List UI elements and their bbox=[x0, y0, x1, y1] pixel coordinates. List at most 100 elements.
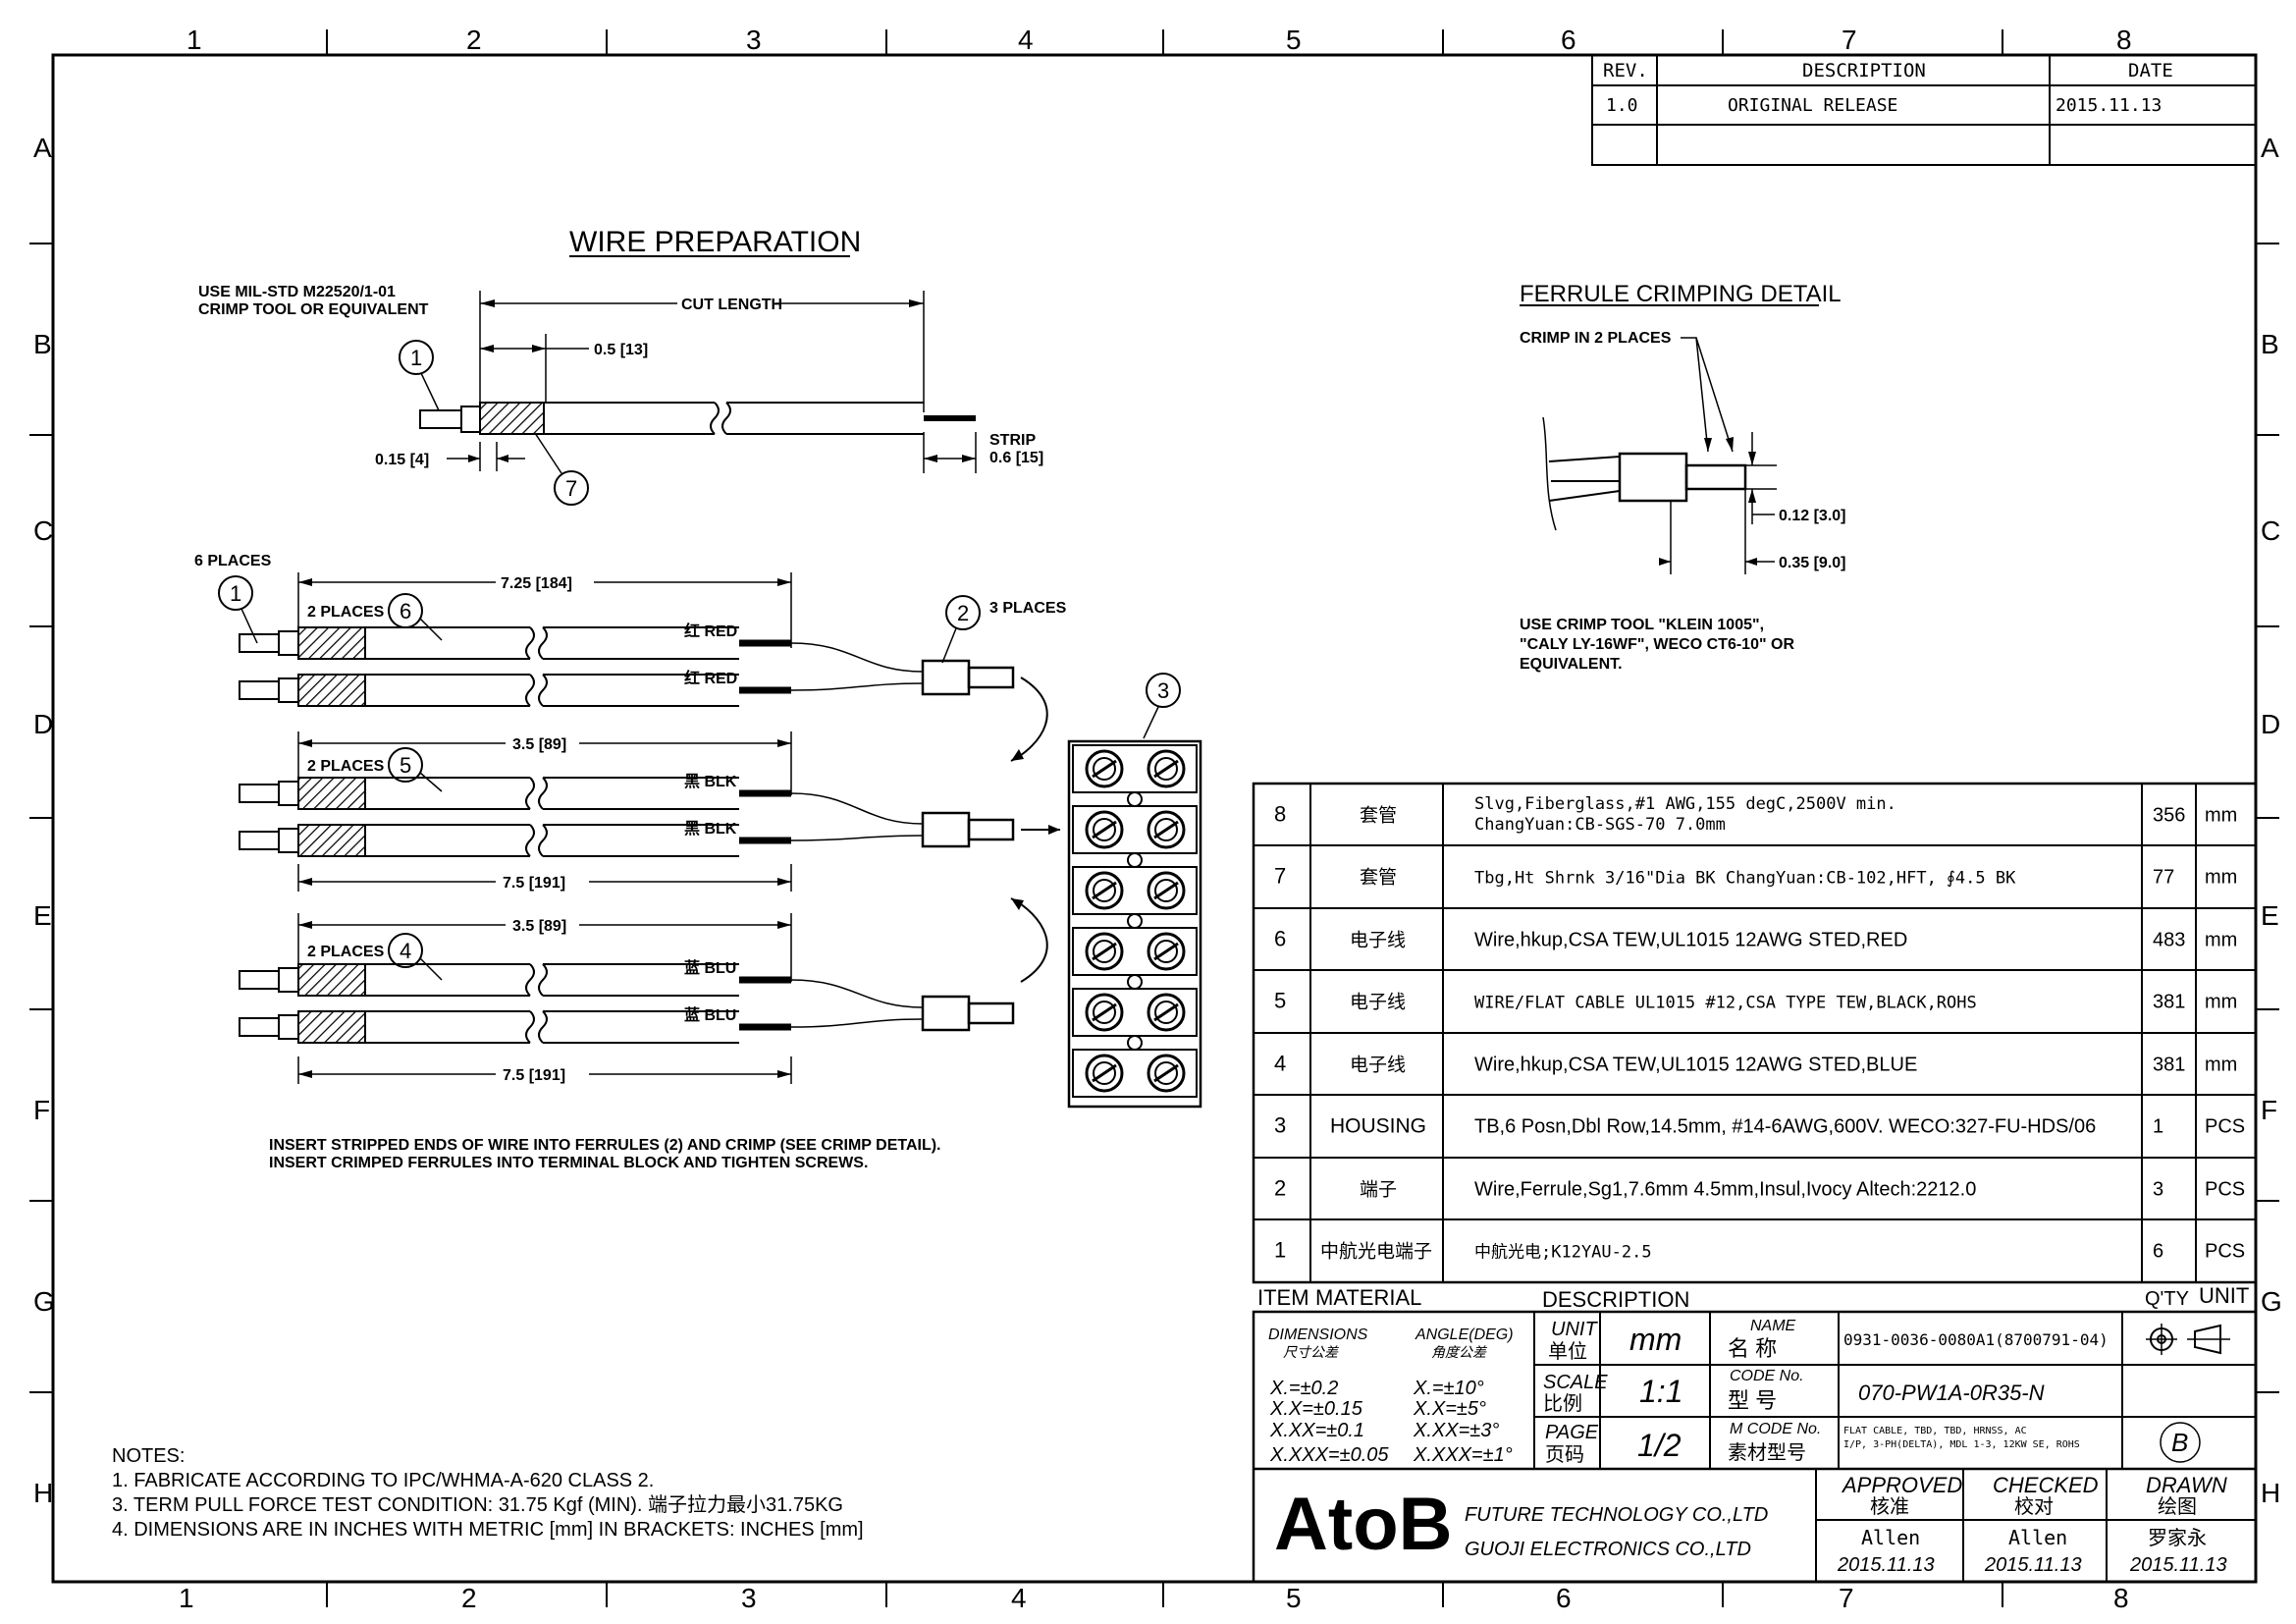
bom-description: Wire,hkup,CSA TEW,UL1015 12AWG STED,RED bbox=[1474, 930, 1907, 951]
col-label-top: 7 bbox=[1842, 25, 1857, 55]
screw-icon bbox=[1147, 1054, 1186, 1093]
bom-description: WIRE/FLAT CABLE UL1015 #12,CSA TYPE TEW,… bbox=[1474, 994, 1977, 1013]
checked-label: CHECKED bbox=[1993, 1473, 2099, 1497]
mcode-label-cn: 素材型号 bbox=[1728, 1441, 1806, 1464]
col-label-top: 3 bbox=[746, 25, 762, 55]
balloon-6-label: 6 bbox=[400, 599, 411, 623]
row-label-right: F bbox=[2261, 1095, 2277, 1125]
tolerance-value: X.=±0.2 bbox=[1269, 1378, 1338, 1399]
three-places-label: 3 PLACES bbox=[989, 600, 1067, 617]
title-block: DIMENSIONS 尺寸公差 ANGLE(DEG) 角度公差 X.=±0.2 … bbox=[1252, 1310, 2258, 1584]
balloon-5-label: 5 bbox=[400, 753, 411, 778]
wire-color-blue: 蓝 BLU bbox=[684, 1005, 736, 1024]
bom-item-number: 2 bbox=[1274, 1176, 1286, 1201]
scale-label-cn: 比例 bbox=[1543, 1392, 1582, 1415]
ferrule-detail-title: FERRULE CRIMPING DETAIL bbox=[1520, 281, 1842, 307]
bom-item-number: 7 bbox=[1274, 864, 1286, 889]
col-label-bottom: 4 bbox=[1011, 1583, 1027, 1613]
balloon-1 bbox=[218, 575, 253, 611]
balloon-7-label: 7 bbox=[565, 476, 577, 501]
bom-unit: PCS bbox=[2205, 1179, 2245, 1201]
mcode-value: I/P, 3-PH(DELTA), MDL 1-3, 12KW SE, ROHS bbox=[1843, 1439, 2080, 1450]
screw-icon bbox=[1147, 871, 1186, 910]
balloon-2 bbox=[945, 595, 981, 630]
bom-description: TB,6 Posn,Dbl Row,14.5mm, #14-6AWG,600V.… bbox=[1474, 1116, 2096, 1138]
bom-item-number: 1 bbox=[1274, 1238, 1286, 1263]
crimp-tool-note: "CALY LY-16WF", WECO CT6-10" OR bbox=[1520, 636, 1794, 653]
col-label-bottom: 1 bbox=[179, 1583, 194, 1613]
row-label-left: G bbox=[33, 1286, 55, 1317]
approved-by: Allen bbox=[1861, 1526, 1920, 1549]
two-places-label: 2 PLACES bbox=[307, 604, 385, 621]
bom-unit: mm bbox=[2205, 992, 2237, 1013]
balloon-4 bbox=[388, 933, 423, 968]
company-name: FUTURE TECHNOLOGY CO.,LTD bbox=[1465, 1504, 1768, 1526]
bom-quantity: 381 bbox=[2153, 1055, 2185, 1076]
bom-material: 套管 bbox=[1360, 805, 1397, 827]
col-label-top: 5 bbox=[1286, 25, 1302, 55]
drawn-by: 罗家永 bbox=[2148, 1527, 2207, 1549]
unit-label-cn: 单位 bbox=[1548, 1340, 1587, 1363]
code-label: CODE No. bbox=[1730, 1368, 1804, 1384]
insert-note: INSERT CRIMPED FERRULES INTO TERMINAL BL… bbox=[269, 1155, 868, 1171]
col-label-bottom: 3 bbox=[741, 1583, 757, 1613]
wire-prep-title: WIRE PREPARATION bbox=[569, 226, 861, 258]
description-header: DESCRIPTION bbox=[1802, 60, 1926, 81]
unit-label: UNIT bbox=[1551, 1319, 1598, 1340]
row-label-left: F bbox=[33, 1095, 50, 1125]
col-label-bottom: 2 bbox=[461, 1583, 477, 1613]
col-label-bottom: 8 bbox=[2113, 1583, 2129, 1613]
wire-color-red: 红 RED bbox=[684, 669, 737, 687]
bom-item-number: 3 bbox=[1274, 1113, 1286, 1138]
balloon-4-label: 4 bbox=[400, 939, 411, 963]
dim-0-35: 0.35 [9.0] bbox=[1779, 555, 1845, 571]
terminal-block bbox=[1067, 739, 1202, 1109]
sheet-frame: 1 2 3 4 5 6 7 8 1 2 3 4 5 6 7 8 A B C D … bbox=[29, 25, 2282, 1613]
bom-description: Tbg,Ht Shrnk 3/16"Dia BK ChangYuan:CB-10… bbox=[1474, 869, 2016, 889]
bom-material: 电子线 bbox=[1350, 992, 1406, 1013]
page-value: 1/2 bbox=[1637, 1428, 1682, 1463]
wire-color-black: 黑 BLK bbox=[684, 773, 737, 790]
mcode-value: FLAT CABLE, TBD, TBD, HRNSS, AC bbox=[1843, 1426, 2027, 1436]
ferrule bbox=[921, 659, 1015, 696]
drawn-date: 2015.11.13 bbox=[2129, 1554, 2227, 1576]
balloon-3 bbox=[1146, 673, 1181, 708]
wire-color-red: 红 RED bbox=[684, 622, 737, 640]
col-label-top: 4 bbox=[1018, 25, 1034, 55]
balloon-2-label: 2 bbox=[957, 601, 969, 625]
balloon-7 bbox=[554, 470, 589, 506]
row-label-left: A bbox=[33, 133, 52, 163]
two-places-label: 2 PLACES bbox=[307, 758, 385, 775]
wire bbox=[239, 963, 791, 997]
screw-icon bbox=[1147, 810, 1186, 849]
bom-quantity: 381 bbox=[2153, 992, 2185, 1013]
name-label: NAME bbox=[1750, 1318, 1796, 1334]
bom-unit: mm bbox=[2205, 1055, 2237, 1076]
two-places-label: 2 PLACES bbox=[307, 944, 385, 960]
bom-description: Slvg,Fiberglass,#1 AWG,155 degC,2500V mi… bbox=[1474, 794, 1896, 814]
col-label-bottom: 7 bbox=[1839, 1583, 1854, 1613]
screw-icon bbox=[1085, 932, 1124, 971]
bom-description: Wire,hkup,CSA TEW,UL1015 12AWG STED,BLUE bbox=[1474, 1055, 1917, 1076]
row-label-left: D bbox=[33, 709, 53, 739]
date-header: DATE bbox=[2128, 60, 2173, 81]
balloon-1-label: 1 bbox=[410, 346, 422, 370]
drawn-label-cn: 绘图 bbox=[2158, 1495, 2197, 1518]
wire bbox=[239, 626, 791, 660]
page-label: PAGE bbox=[1545, 1422, 1599, 1443]
rev-description: ORIGINAL RELEASE bbox=[1728, 95, 1897, 116]
bom-footer-unit: UNIT bbox=[2199, 1283, 2249, 1308]
dim-3-5-a: 3.5 [89] bbox=[512, 736, 566, 753]
dim-3-5-b: 3.5 [89] bbox=[512, 918, 566, 935]
dim-7-25: 7.25 [184] bbox=[501, 575, 572, 592]
notes-title: NOTES: bbox=[112, 1445, 185, 1467]
bom-footer-description: DESCRIPTION bbox=[1542, 1287, 1689, 1312]
col-label-top: 2 bbox=[466, 25, 482, 55]
crimp-tool-note: USE MIL-STD M22520/1-01 bbox=[198, 284, 396, 300]
row-label-right: A bbox=[2261, 133, 2279, 163]
